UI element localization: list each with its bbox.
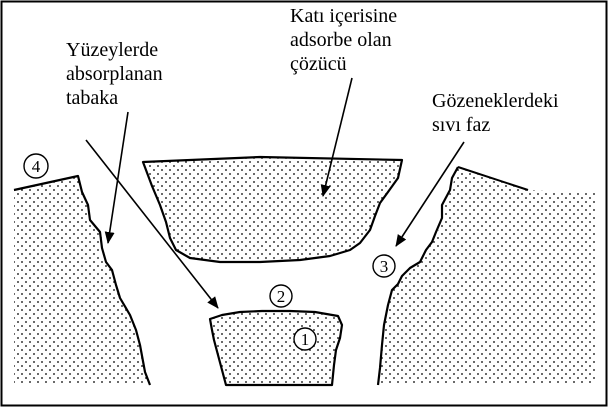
- label-surface-layer-line-2: absorplanan: [66, 62, 163, 86]
- label-pore-liquid-line-1: Gözeneklerdeki: [432, 89, 559, 113]
- right-solid-region: [378, 167, 596, 385]
- lower-solid-particle: [210, 311, 342, 385]
- marker-1: 1: [294, 328, 316, 350]
- marker-4-text: 4: [32, 157, 41, 176]
- label-adsorbed-solvent-line-1: Katı içerisine: [290, 4, 397, 28]
- marker-2-text: 2: [277, 287, 286, 306]
- label-surface-layer-line-3: tabaka: [66, 86, 163, 110]
- marker-2: 2: [270, 285, 292, 307]
- marker-1-text: 1: [301, 330, 310, 349]
- label-surface-layer-line-1: Yüzeylerde: [66, 38, 163, 62]
- arrow-surface-layer-wall: [108, 112, 128, 243]
- upper-solid-particle: [143, 157, 402, 262]
- label-adsorbed-solvent: Katı içerisine adsorbe olan çözücü: [290, 4, 397, 76]
- label-pore-liquid: Gözeneklerdeki sıvı faz: [432, 89, 559, 137]
- marker-3: 3: [373, 255, 395, 277]
- label-surface-layer: Yüzeylerde absorplanan tabaka: [66, 38, 163, 110]
- left-solid-region: [14, 176, 150, 385]
- marker-3-text: 3: [380, 257, 389, 276]
- label-adsorbed-solvent-line-3: çözücü: [290, 52, 397, 76]
- label-adsorbed-solvent-line-2: adsorbe olan: [290, 28, 397, 52]
- label-pore-liquid-line-2: sıvı faz: [432, 113, 559, 137]
- marker-4: 4: [24, 154, 48, 178]
